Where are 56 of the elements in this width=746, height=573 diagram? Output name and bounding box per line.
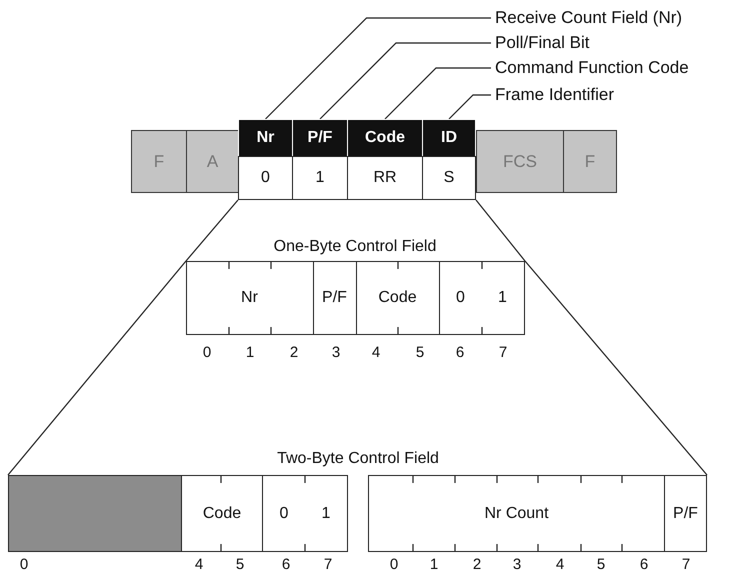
field-title: Two-Byte Control Field: [277, 450, 439, 468]
control-field-header: P/F: [292, 119, 348, 157]
bit-number: 7: [682, 556, 690, 573]
bit-field: Code: [181, 475, 263, 552]
control-field-value: RR: [347, 156, 423, 200]
unused-bit-field: [8, 475, 182, 552]
leader-line: [265, 17, 491, 120]
bit-number: 6: [282, 556, 290, 573]
control-field-header: ID: [422, 119, 476, 157]
callout-text: Command Function Code: [495, 58, 740, 78]
bit-value: 0: [280, 504, 288, 522]
bit-number: 2: [472, 556, 482, 573]
bit-field: Nr Count: [368, 475, 665, 552]
callout-text: Poll/Final Bit: [495, 33, 740, 53]
bit-number: 7: [324, 556, 332, 573]
bit-field: [262, 475, 348, 552]
shaded-frame-field: A: [186, 130, 239, 193]
bit-number: 3: [332, 344, 340, 362]
bit-value: 1: [498, 288, 507, 306]
shaded-frame-field: F: [563, 130, 617, 193]
shaded-frame-field: FCS: [476, 130, 564, 193]
callout-text: Frame Identifier: [495, 85, 740, 105]
bit-number: 0: [20, 556, 28, 573]
bit-number: 2: [290, 344, 298, 362]
control-field-value: 0: [238, 156, 293, 200]
bit-number: 6: [456, 344, 464, 362]
leader-line: [448, 94, 491, 120]
bit-number: 0: [202, 344, 212, 362]
control-field-header: Nr: [238, 119, 293, 157]
control-field-value: 1: [292, 156, 348, 200]
leader-line: [384, 67, 491, 120]
bit-number: 5: [596, 556, 606, 573]
expansion-line: [8, 260, 186, 476]
bit-number: 1: [246, 344, 254, 362]
bit-number: 7: [498, 344, 508, 362]
control-field-value: S: [422, 156, 476, 200]
leader-line: [320, 42, 491, 120]
bit-value: 0: [456, 288, 465, 306]
control-field-header: Code: [347, 119, 423, 157]
expansion-line: [524, 260, 708, 476]
field-title: One-Byte Control Field: [274, 238, 436, 256]
bit-number: 6: [640, 556, 648, 573]
bit-number: 5: [416, 344, 424, 362]
bit-number: 4: [556, 556, 564, 573]
bit-number: 4: [194, 556, 204, 573]
bit-number: 3: [512, 556, 522, 573]
bit-number: 5: [236, 556, 244, 573]
expansion-line: [186, 200, 238, 262]
callout-text: Receive Count Field (Nr): [495, 8, 740, 28]
bit-field: P/F: [664, 475, 707, 552]
bit-number: 4: [372, 344, 380, 362]
bit-value: 1: [322, 504, 330, 522]
shaded-frame-field: F: [131, 130, 187, 193]
expansion-line: [476, 200, 526, 262]
bit-number: 0: [390, 556, 398, 573]
bit-number: 1: [430, 556, 438, 573]
